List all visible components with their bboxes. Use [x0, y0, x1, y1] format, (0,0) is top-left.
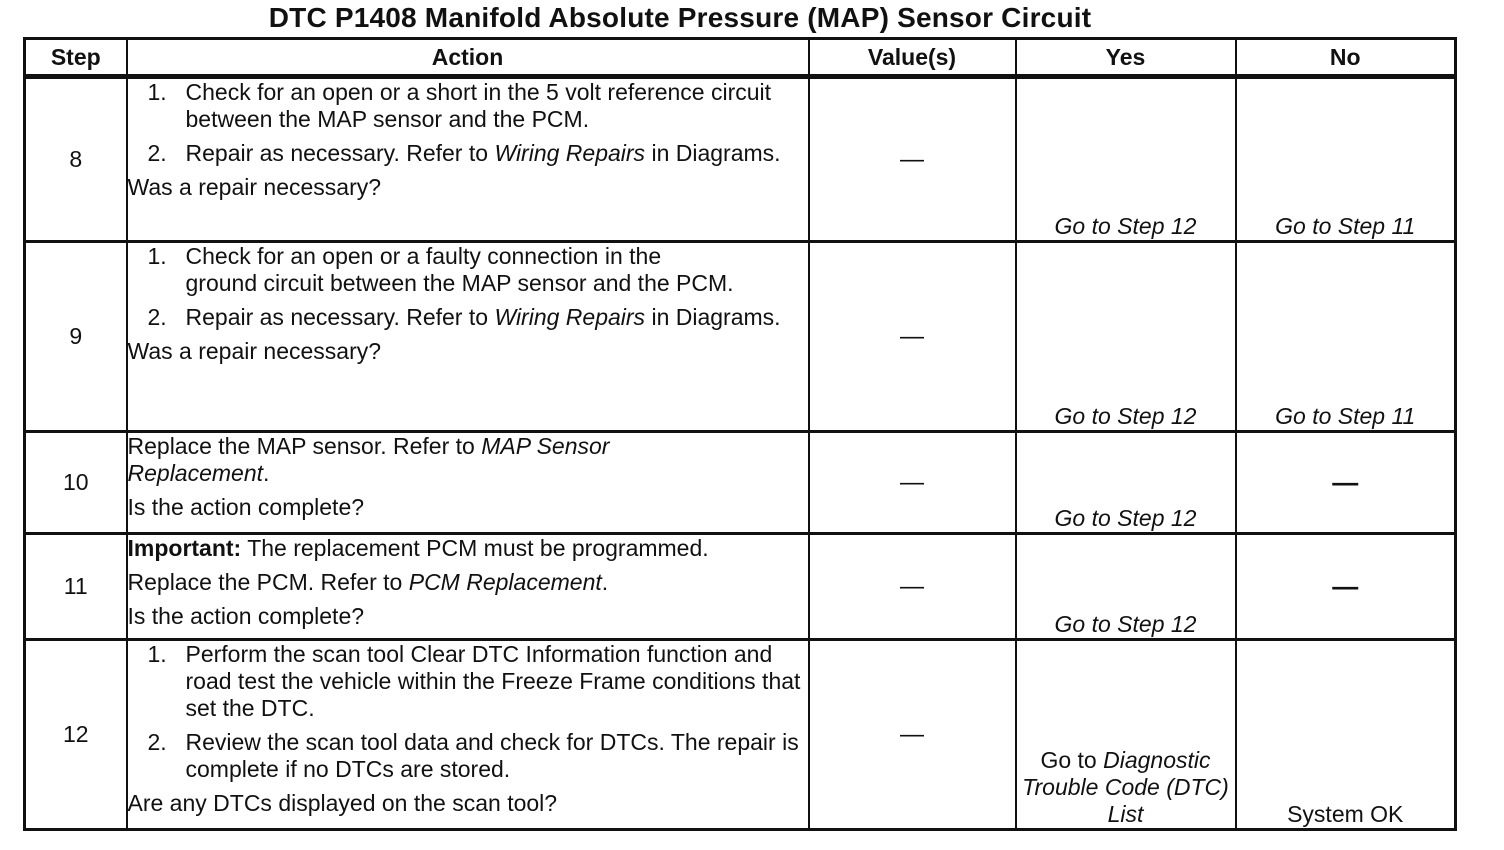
question-text: Is the action complete?	[127, 603, 365, 629]
no-cell: System OK	[1234, 638, 1457, 831]
important-note: Important: The replacement PCM must be p…	[127, 535, 709, 561]
step-number: 12	[23, 638, 128, 831]
table-row-step-8: 8 1. Check for an open or a short in the…	[23, 75, 1457, 243]
yes-cell: Go to Step 12	[1014, 532, 1237, 641]
item-text: Repair as necessary. Refer to Wiring Rep…	[185, 140, 781, 166]
no-cell: Go to Step 11	[1234, 240, 1457, 433]
procedure-list: 1. Check for an open or a short in the 5…	[128, 79, 808, 167]
item-number: 2.	[147, 729, 167, 755]
action-cell: Replace the MAP sensor. Refer to MAP Sen…	[125, 430, 810, 535]
value-cell: —	[807, 240, 1017, 433]
no-cell: —	[1234, 532, 1457, 641]
no-cell: Go to Step 11	[1234, 75, 1457, 243]
yes-cell: Go to Step 12	[1014, 430, 1237, 535]
action-cell: 1. Check for an open or a short in the 5…	[125, 75, 810, 243]
reference-link: Wiring Repairs	[494, 140, 646, 166]
yes-cell: Go to Step 12	[1014, 240, 1237, 433]
table-row-step-10: 10 Replace the MAP sensor. Refer to MAP …	[23, 430, 1457, 535]
table-row-step-9: 9 1. Check for an open or a faulty conne…	[23, 240, 1457, 433]
procedure-list: 1. Perform the scan tool Clear DTC Infor…	[128, 641, 808, 783]
yes-cell: Go to Diagnostic Trouble Code (DTC) List	[1014, 638, 1237, 831]
yes-cell: Go to Step 12	[1014, 75, 1237, 243]
item-text: Perform the scan tool Clear DTC Informat…	[185, 641, 801, 721]
procedure-list: 1. Check for an open or a faulty connect…	[128, 243, 808, 331]
dtc-table: Step Action Value(s) Yes No 8 1. Check f…	[23, 37, 1457, 831]
table-row-step-11: 11 Important: The replacement PCM must b…	[23, 532, 1457, 641]
step-number: 9	[23, 240, 128, 433]
header-values: Value(s)	[807, 37, 1017, 79]
action-text: Replace the MAP sensor. Refer to MAP Sen…	[127, 433, 610, 486]
reference-link: PCM Replacement	[408, 569, 602, 595]
list-item: 1. Check for an open or a faulty connect…	[148, 243, 808, 297]
item-number: 1.	[147, 243, 167, 269]
header-no: No	[1234, 37, 1457, 79]
value-cell: —	[807, 532, 1017, 641]
question-text: Was a repair necessary?	[127, 174, 382, 200]
action-text: Replace the PCM. Refer to PCM Replacemen…	[127, 569, 609, 595]
item-number: 2.	[147, 140, 167, 166]
reference-link: Diagnostic Trouble Code (DTC) List	[1022, 747, 1229, 827]
no-cell: —	[1234, 430, 1457, 535]
list-item: 2. Repair as necessary. Refer to Wiring …	[148, 140, 808, 167]
item-number: 1.	[147, 641, 167, 667]
list-item: 2. Repair as necessary. Refer to Wiring …	[148, 304, 808, 331]
question-text: Is the action complete?	[127, 494, 365, 520]
value-cell: —	[807, 75, 1017, 243]
item-text: Review the scan tool data and check for …	[185, 729, 799, 782]
action-cell: 1. Check for an open or a faulty connect…	[125, 240, 810, 433]
value-cell: —	[807, 430, 1017, 535]
header-action: Action	[125, 37, 810, 79]
list-item: 1. Perform the scan tool Clear DTC Infor…	[148, 641, 808, 722]
item-text: Check for an open or a faulty connection…	[185, 243, 734, 296]
item-text: Repair as necessary. Refer to Wiring Rep…	[185, 304, 781, 330]
step-number: 8	[23, 75, 128, 243]
header-row: Step Action Value(s) Yes No	[23, 37, 1457, 79]
reference-link: Wiring Repairs	[494, 304, 646, 330]
page-title: DTC P1408 Manifold Absolute Pressure (MA…	[268, 2, 1092, 33]
item-number: 2.	[147, 304, 167, 330]
list-item: 2. Review the scan tool data and check f…	[148, 729, 808, 783]
table-row-step-12: 12 1. Perform the scan tool Clear DTC In…	[23, 638, 1457, 831]
reference-link: MAP Sensor Replacement	[127, 433, 610, 486]
value-cell: —	[807, 638, 1017, 831]
item-text: Check for an open or a short in the 5 vo…	[185, 79, 772, 132]
action-cell: Important: The replacement PCM must be p…	[125, 532, 810, 641]
question-text: Are any DTCs displayed on the scan tool?	[127, 790, 558, 816]
important-label: Important:	[127, 535, 242, 561]
header-step: Step	[23, 37, 128, 79]
question-text: Was a repair necessary?	[127, 338, 382, 364]
action-cell: 1. Perform the scan tool Clear DTC Infor…	[125, 638, 810, 831]
step-number: 10	[23, 430, 128, 535]
list-item: 1. Check for an open or a short in the 5…	[148, 79, 808, 133]
header-yes: Yes	[1014, 37, 1237, 79]
step-number: 11	[23, 532, 128, 641]
item-number: 1.	[147, 79, 167, 105]
